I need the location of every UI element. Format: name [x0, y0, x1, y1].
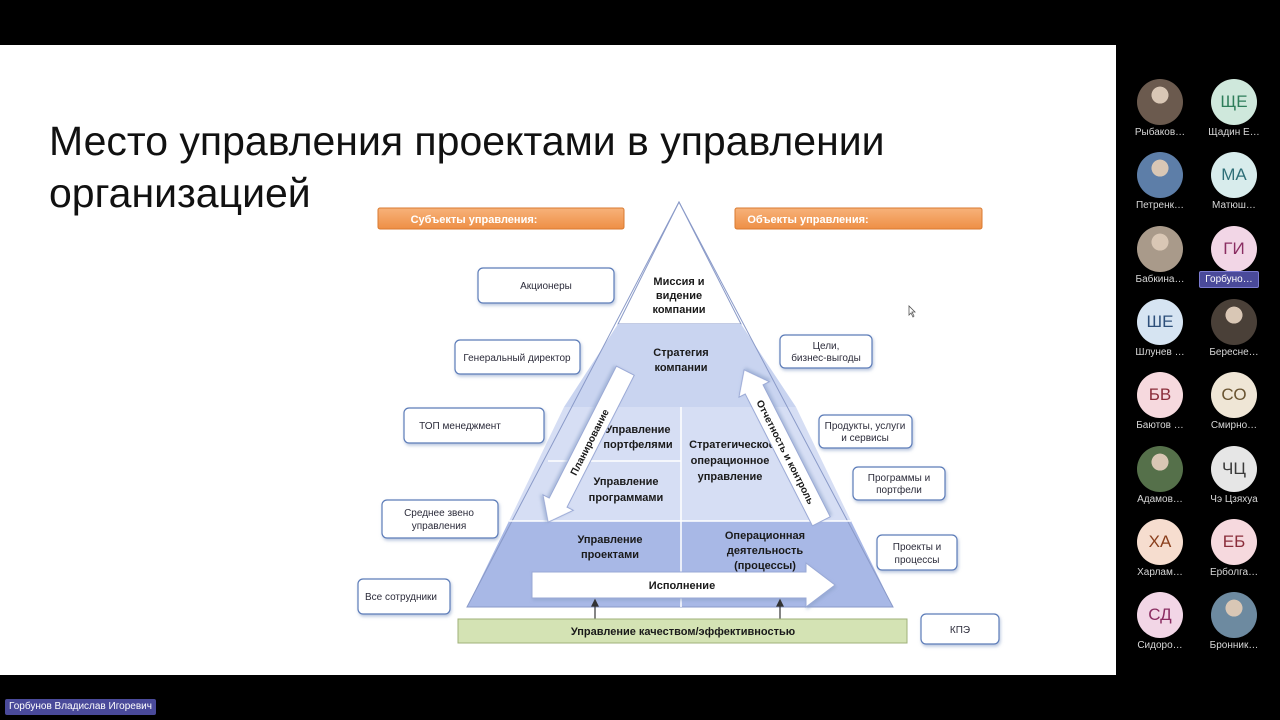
participant-name: Береснe… — [1194, 347, 1274, 358]
svg-text:ТОП менеджмент: ТОП менеджмент — [419, 421, 501, 432]
operations-line-2: деятельность — [727, 545, 803, 557]
subject-box-all-employees: Все сотрудники — [358, 579, 450, 614]
svg-text:процессы: процессы — [895, 555, 940, 566]
participant-name: Баютов … — [1120, 420, 1200, 431]
participant-name: Харлам… — [1120, 567, 1200, 578]
object-box-goals: Цели, бизнес-выгоды — [780, 335, 872, 368]
participant-initials-avatar: ШЕ — [1137, 299, 1183, 345]
presentation-slide: Место управления проектами в управлении … — [0, 45, 1116, 675]
projects-line-2: проектами — [581, 549, 639, 561]
participant-tile[interactable]: БВ Баютов … — [1120, 368, 1200, 441]
participant-tile[interactable]: Петренк… — [1120, 148, 1200, 221]
subject-box-middle-management: Среднее звено управления — [382, 500, 498, 538]
participant-initials-avatar: ХА — [1137, 519, 1183, 565]
svg-text:Программы и: Программы и — [868, 473, 930, 484]
participant-initials-avatar: ЩЕ — [1211, 79, 1257, 125]
participant-name: Рыбаков… — [1120, 127, 1200, 138]
mission-line-3: компании — [652, 304, 705, 316]
participant-tile[interactable]: ШЕ Шлунев … — [1120, 295, 1200, 368]
participant-tile[interactable]: ЕБ Ерболга… — [1194, 515, 1274, 588]
participant-name: Бабкина… — [1120, 274, 1200, 285]
participant-name: Ерболга… — [1194, 567, 1274, 578]
participant-tile[interactable]: ЧЦ Чэ Цзяхуа — [1194, 442, 1274, 515]
svg-text:и сервисы: и сервисы — [841, 433, 889, 444]
participant-tile[interactable]: Рыбаков… — [1120, 75, 1200, 148]
participant-initials-avatar: ЧЦ — [1211, 446, 1257, 492]
participant-photo-avatar — [1211, 592, 1257, 638]
participant-name: Петренк… — [1120, 200, 1200, 211]
portfolio-line-1: Управление — [605, 424, 670, 436]
participant-initials-avatar: СО — [1211, 372, 1257, 418]
participant-name: Щадин Е… — [1194, 127, 1274, 138]
participant-photo-avatar — [1211, 299, 1257, 345]
participant-photo-avatar — [1137, 446, 1183, 492]
participant-tile[interactable]: ЩЕ Щадин Е… — [1194, 75, 1274, 148]
participant-name: Чэ Цзяхуа — [1194, 494, 1274, 505]
participant-tile[interactable]: Береснe… — [1194, 295, 1274, 368]
participant-initials-avatar: БВ — [1137, 372, 1183, 418]
participant-name: Бронник… — [1194, 640, 1274, 651]
svg-text:Продукты, услуги: Продукты, услуги — [825, 421, 906, 432]
subject-box-top-management: ТОП менеджмент — [404, 408, 544, 443]
participant-tile[interactable]: Бронник… — [1194, 588, 1274, 661]
participant-initials-avatar: ГИ — [1211, 226, 1257, 272]
svg-text:портфели: портфели — [876, 484, 922, 496]
programs-line-1: Управление — [593, 476, 658, 488]
svg-text:бизнес-выгоды: бизнес-выгоды — [791, 352, 861, 364]
participants-panel: Рыбаков… ЩЕ Щадин Е… Петренк… МА Матюш… Бабкин… — [1117, 45, 1280, 675]
subject-box-ceo: Генеральный директор — [455, 340, 580, 374]
participant-photo-avatar — [1137, 226, 1183, 272]
objects-header: Объекты управления: — [747, 214, 868, 226]
subject-box-shareholders: Акционеры — [478, 268, 614, 303]
participant-tile[interactable]: Адамов… — [1120, 442, 1200, 515]
operations-line-1: Операционная — [725, 530, 805, 542]
svg-text:Генеральный директор: Генеральный директор — [463, 353, 571, 364]
svg-text:Все сотрудники: Все сотрудники — [365, 592, 437, 603]
participant-name: Смирно… — [1194, 420, 1274, 431]
participant-name: Шлунев … — [1120, 347, 1200, 358]
participant-tile[interactable]: СО Смирно… — [1194, 368, 1274, 441]
object-box-programs: Программы и портфели — [853, 467, 945, 500]
participant-initials-avatar: МА — [1211, 152, 1257, 198]
object-box-projects: Проекты и процессы — [877, 535, 957, 570]
portfolio-line-2: портфелями — [603, 439, 672, 451]
svg-text:управления: управления — [412, 521, 467, 532]
participant-photo-avatar — [1137, 79, 1183, 125]
participant-name: Сидоро… — [1120, 640, 1200, 651]
svg-text:Акционеры: Акционеры — [520, 281, 572, 292]
participant-name: Адамов… — [1120, 494, 1200, 505]
participant-initials-avatar: ЕБ — [1211, 519, 1257, 565]
svg-text:Проекты и: Проекты и — [893, 542, 942, 553]
participant-initials-avatar: СД — [1137, 592, 1183, 638]
object-box-kpi: КПЭ — [921, 614, 999, 644]
participant-tile[interactable]: МА Матюш… — [1194, 148, 1274, 221]
participant-tile[interactable]: ХА Харлам… — [1120, 515, 1200, 588]
programs-line-2: программами — [589, 492, 664, 504]
strategy-line-1: Стратегия — [653, 347, 708, 359]
execution-label: Исполнение — [649, 580, 715, 592]
svg-text:Цели,: Цели, — [813, 341, 840, 352]
pyramid-diagram: Субъекты управления: Объекты управления:… — [0, 45, 1116, 675]
projects-line-1: Управление — [577, 534, 642, 546]
operations-line-3: (процессы) — [734, 560, 796, 572]
mouse-cursor-icon — [909, 306, 915, 317]
mission-line-2: видение — [656, 290, 702, 302]
svg-text:КПЭ: КПЭ — [950, 625, 970, 636]
participant-name: Матюш… — [1194, 200, 1274, 211]
subjects-header: Субъекты управления: — [411, 214, 538, 226]
active-speaker-label: Горбунов Владислав Игоревич — [5, 699, 156, 715]
svg-text:Среднее звено: Среднее звено — [404, 508, 474, 519]
strategic-ops-line-2: операционное — [691, 455, 770, 467]
strategic-ops-line-1: Стратегическое — [689, 439, 775, 451]
quality-label: Управление качеством/эффективностью — [571, 626, 795, 638]
participant-photo-avatar — [1137, 152, 1183, 198]
strategic-ops-line-3: управление — [698, 471, 763, 483]
object-box-products: Продукты, услуги и сервисы — [819, 415, 912, 448]
participant-tile[interactable]: СД Сидоро… — [1120, 588, 1200, 661]
participant-name: Горбуно… — [1199, 271, 1259, 288]
strategy-line-2: компании — [654, 362, 707, 374]
participant-tile[interactable]: Бабкина… — [1120, 222, 1200, 295]
mission-line-1: Миссия и — [653, 276, 704, 288]
